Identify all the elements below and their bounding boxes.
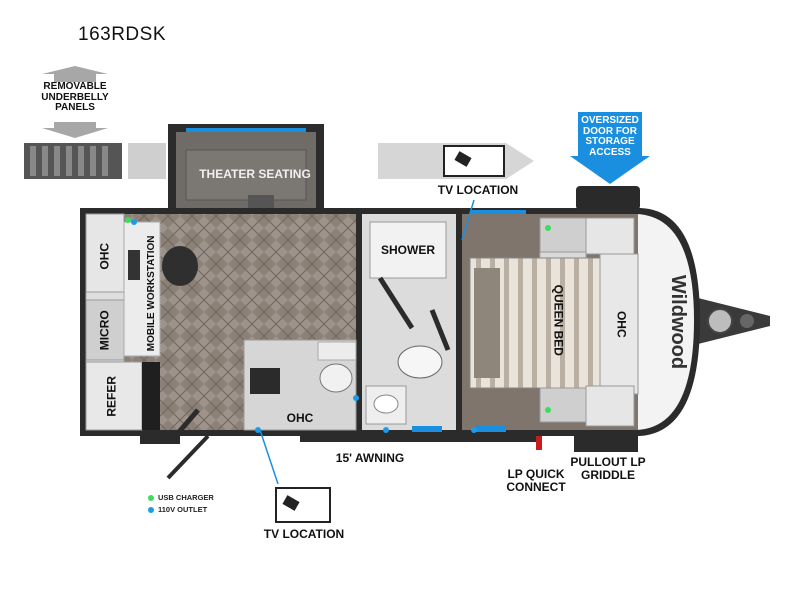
outlet-marker	[131, 219, 477, 433]
legend: USB CHARGER 110V OUTLET	[148, 492, 214, 516]
mobile-workstation-label: MOBILE WORKSTATION	[145, 235, 157, 352]
usb-charger-marker	[125, 217, 551, 413]
blue-dot-icon	[148, 507, 154, 514]
brand-logo: Wildwood	[667, 275, 689, 369]
lp-quick-connect-label: LP QUICK CONNECT	[506, 467, 566, 494]
ohc-right-label: OHC	[614, 310, 629, 338]
ohc-left-label: OHC	[97, 242, 112, 270]
tow-hitch	[690, 296, 770, 346]
tv-location-top-label: TV LOCATION	[437, 183, 519, 197]
ohc-bottom-label: OHC	[286, 411, 314, 425]
underbelly-arrow-icon	[42, 66, 108, 138]
shower-label: SHOWER	[381, 243, 435, 257]
removable-underbelly-label: REMOVABLE UNDERBELLY PANELS	[41, 81, 109, 113]
storage-door-arrow-icon	[570, 112, 650, 184]
tv-location-bottom-label: TV LOCATION	[263, 527, 345, 541]
awning-label: 15' AWNING	[335, 451, 405, 465]
micro-label: MICRO	[97, 310, 112, 351]
refer-label: REFER	[104, 375, 119, 417]
oversized-door-label: OVERSIZED DOOR FOR STORAGE ACCESS	[581, 115, 639, 158]
theater-seating-label: THEATER SEATING	[199, 167, 311, 181]
model-name: 163RDSK	[78, 24, 166, 45]
legend-item-usb: USB CHARGER	[148, 492, 214, 504]
legend-item-outlet: 110V OUTLET	[148, 504, 214, 516]
queen-bed-label: QUEEN BED	[551, 284, 566, 356]
green-dot-icon	[148, 495, 154, 502]
pullout-griddle-label: PULLOUT LP GRIDDLE	[570, 455, 646, 482]
